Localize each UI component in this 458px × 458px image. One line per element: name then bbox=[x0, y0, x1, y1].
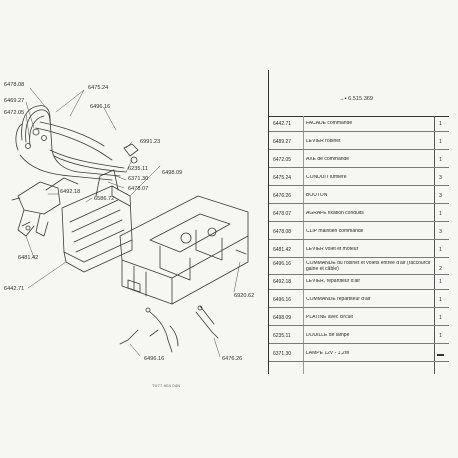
callout-6492-18: 6492.18 bbox=[60, 189, 81, 195]
part-number: 6442.71 bbox=[273, 121, 292, 127]
part-number: 6478.08 bbox=[273, 229, 292, 235]
part-description: COMMANDE du robinet et volets entrée d'a… bbox=[306, 261, 431, 272]
callout-6476-26: 6476.26 bbox=[222, 356, 243, 362]
circuit-plate-drawing bbox=[119, 195, 249, 305]
part-quantity: 1 bbox=[439, 315, 442, 321]
table-header: →▪ 6.515.369 bbox=[269, 70, 449, 117]
dash-mark bbox=[437, 354, 444, 356]
column-divider bbox=[434, 116, 435, 374]
table-row: 6478.08 CLIP maintien commande 3 bbox=[269, 225, 449, 240]
table-row: 6478.07 AGRAFE fixation conduits 1 bbox=[269, 207, 449, 222]
callout-6475-24: 6475.24 bbox=[88, 85, 109, 91]
column-divider bbox=[303, 116, 304, 374]
table-row: 6476.26 BOUTON 3 bbox=[269, 189, 449, 204]
parts-table: →▪ 6.515.369 6442.71 FACADE commande 1 6… bbox=[268, 70, 449, 374]
table-row: 6371.30 LAMPE 12V - 1,2W bbox=[269, 347, 449, 362]
table-row: 6489.27 LEVIER robinet 1 bbox=[269, 135, 449, 150]
control-cables-drawing bbox=[119, 305, 219, 353]
part-number: 6489.27 bbox=[273, 139, 292, 145]
control-facade-drawing bbox=[61, 169, 133, 273]
part-quantity: 3 bbox=[439, 175, 442, 181]
exploded-view-diagram bbox=[11, 87, 249, 358]
part-description: LEVIER, répartiteur d'air bbox=[306, 279, 361, 284]
part-quantity: 1 bbox=[439, 333, 442, 339]
callout-6472-05: 6472.05 bbox=[4, 110, 25, 116]
table-row: 6235.11 DOUILLE de lampe 1 bbox=[269, 329, 449, 344]
part-description: AXE de commande bbox=[306, 157, 350, 162]
control-levers-drawing bbox=[11, 177, 79, 237]
part-description: AGRAFE fixation conduits bbox=[306, 211, 364, 216]
part-number: 6481.42 bbox=[273, 247, 292, 253]
arrow-icon: →▪ bbox=[339, 96, 349, 102]
table-row: 6496.16 COMMANDE du robinet et volets en… bbox=[269, 257, 449, 275]
part-quantity: 1 bbox=[439, 121, 442, 127]
callout-6496-16-bottom: 6496.16 bbox=[144, 356, 165, 362]
part-description: LEVIER volet et moteur bbox=[306, 247, 359, 252]
part-description: PLATINE avec circuit bbox=[306, 315, 353, 320]
part-description: FACADE commande bbox=[306, 121, 353, 126]
part-description: LAMPE 12V - 1,2W bbox=[306, 351, 350, 356]
part-description: COMMANDE répartiteur d'air bbox=[306, 297, 371, 302]
part-quantity: 1 bbox=[439, 247, 442, 253]
callout-6481-42: 6481.42 bbox=[18, 255, 39, 261]
part-quantity: 1 bbox=[439, 297, 442, 303]
light-conduits-drawing bbox=[15, 105, 127, 181]
part-number: 6478.07 bbox=[273, 211, 292, 217]
footer-code: TU77 604 04N bbox=[152, 384, 181, 388]
part-description: CLIP maintien commande bbox=[306, 229, 364, 234]
callout-6469-27: 6469.27 bbox=[4, 98, 25, 104]
reference-number: →▪ 6.515.369 bbox=[339, 96, 373, 102]
lamp-socket-drawing bbox=[123, 143, 139, 164]
callout-6478-07: 6478.07 bbox=[128, 186, 149, 192]
part-quantity: 1 bbox=[439, 279, 442, 285]
table-row: 6475.24 CONDUIT lumière 3 bbox=[269, 171, 449, 186]
part-number: 6476.26 bbox=[273, 193, 292, 199]
part-number: 6472.05 bbox=[273, 157, 292, 163]
callout-6235-11: 6235.11 bbox=[128, 166, 148, 172]
part-description: LEVIER robinet bbox=[306, 139, 341, 144]
part-quantity: 1 bbox=[439, 157, 442, 163]
part-number: 6492.18 bbox=[273, 279, 292, 285]
callout-6991-23: 6991.23 bbox=[140, 139, 161, 145]
callout-6478-08: 6478.08 bbox=[4, 82, 25, 88]
part-description: BOUTON bbox=[306, 193, 328, 198]
leader-lines bbox=[25, 87, 241, 358]
part-quantity: 3 bbox=[439, 229, 442, 235]
table-row: 6492.18 LEVIER, répartiteur d'air 1 bbox=[269, 275, 449, 290]
part-quantity: 2 bbox=[439, 266, 442, 272]
callout-6920-62: 6920.62 bbox=[234, 293, 255, 299]
table-row: 6442.71 FACADE commande 1 bbox=[269, 117, 449, 132]
reference-value: 6.515.369 bbox=[348, 96, 374, 102]
part-number: 6496.16 bbox=[273, 261, 292, 267]
part-number: 6235.11 bbox=[273, 333, 291, 339]
table-row: 6481.42 LEVIER volet et moteur 1 bbox=[269, 243, 449, 258]
part-number: 6496.16 bbox=[273, 297, 292, 303]
callout-6371-30: 6371.30 bbox=[128, 176, 149, 182]
part-quantity: 1 bbox=[439, 139, 442, 145]
part-quantity: 1 bbox=[439, 211, 442, 217]
callout-6496-16-top: 6496.16 bbox=[90, 104, 111, 110]
callout-6498-09: 6498.09 bbox=[162, 170, 183, 176]
part-number: 6498.09 bbox=[273, 315, 292, 321]
part-number: 6475.24 bbox=[273, 175, 292, 181]
callout-6442-71: 6442.71 bbox=[4, 286, 25, 292]
table-row: 6496.16 COMMANDE répartiteur d'air 1 bbox=[269, 293, 449, 308]
callout-6586-72: 6586.72 bbox=[94, 196, 115, 202]
part-number: 6371.30 bbox=[273, 351, 292, 357]
table-row: 6472.05 AXE de commande 1 bbox=[269, 153, 449, 168]
part-quantity: 3 bbox=[439, 193, 442, 199]
part-description: DOUILLE de lampe bbox=[306, 333, 350, 338]
table-row: 6498.09 PLATINE avec circuit 1 bbox=[269, 311, 449, 326]
part-description: CONDUIT lumière bbox=[306, 175, 347, 180]
